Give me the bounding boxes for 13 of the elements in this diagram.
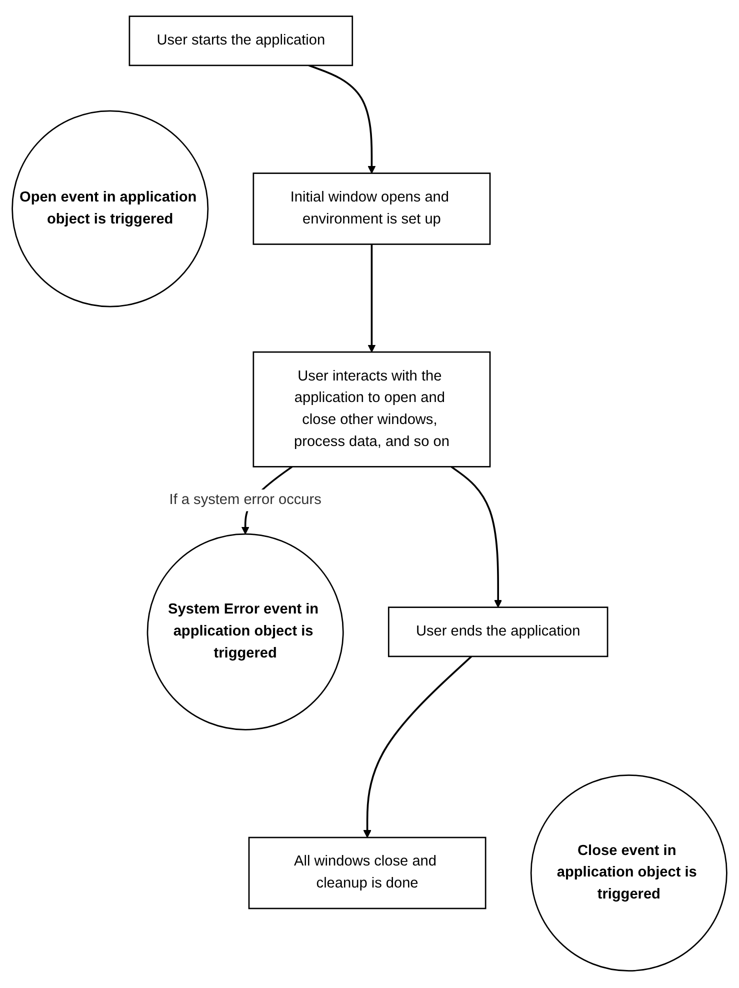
node-circle: Open event in application object is triggered	[12, 110, 209, 308]
node-box: User starts the application	[128, 16, 354, 67]
arrow	[368, 244, 376, 353]
arrow	[308, 65, 376, 174]
node-box: All windows close and cleanup is done	[248, 837, 486, 910]
node-circle: Close event in application object is triggered	[530, 774, 728, 972]
node-box: Initial window opens and environment is set up	[252, 173, 491, 246]
edge-label: If a system error occurs	[169, 492, 322, 508]
node-box: User interacts with the application to open and close other windows, process data, and so on	[252, 352, 491, 468]
arrow	[450, 466, 502, 608]
node-box: User ends the application	[388, 607, 608, 658]
node-circle: System Error event in application object is triggered	[146, 534, 344, 731]
arrow	[363, 656, 472, 838]
